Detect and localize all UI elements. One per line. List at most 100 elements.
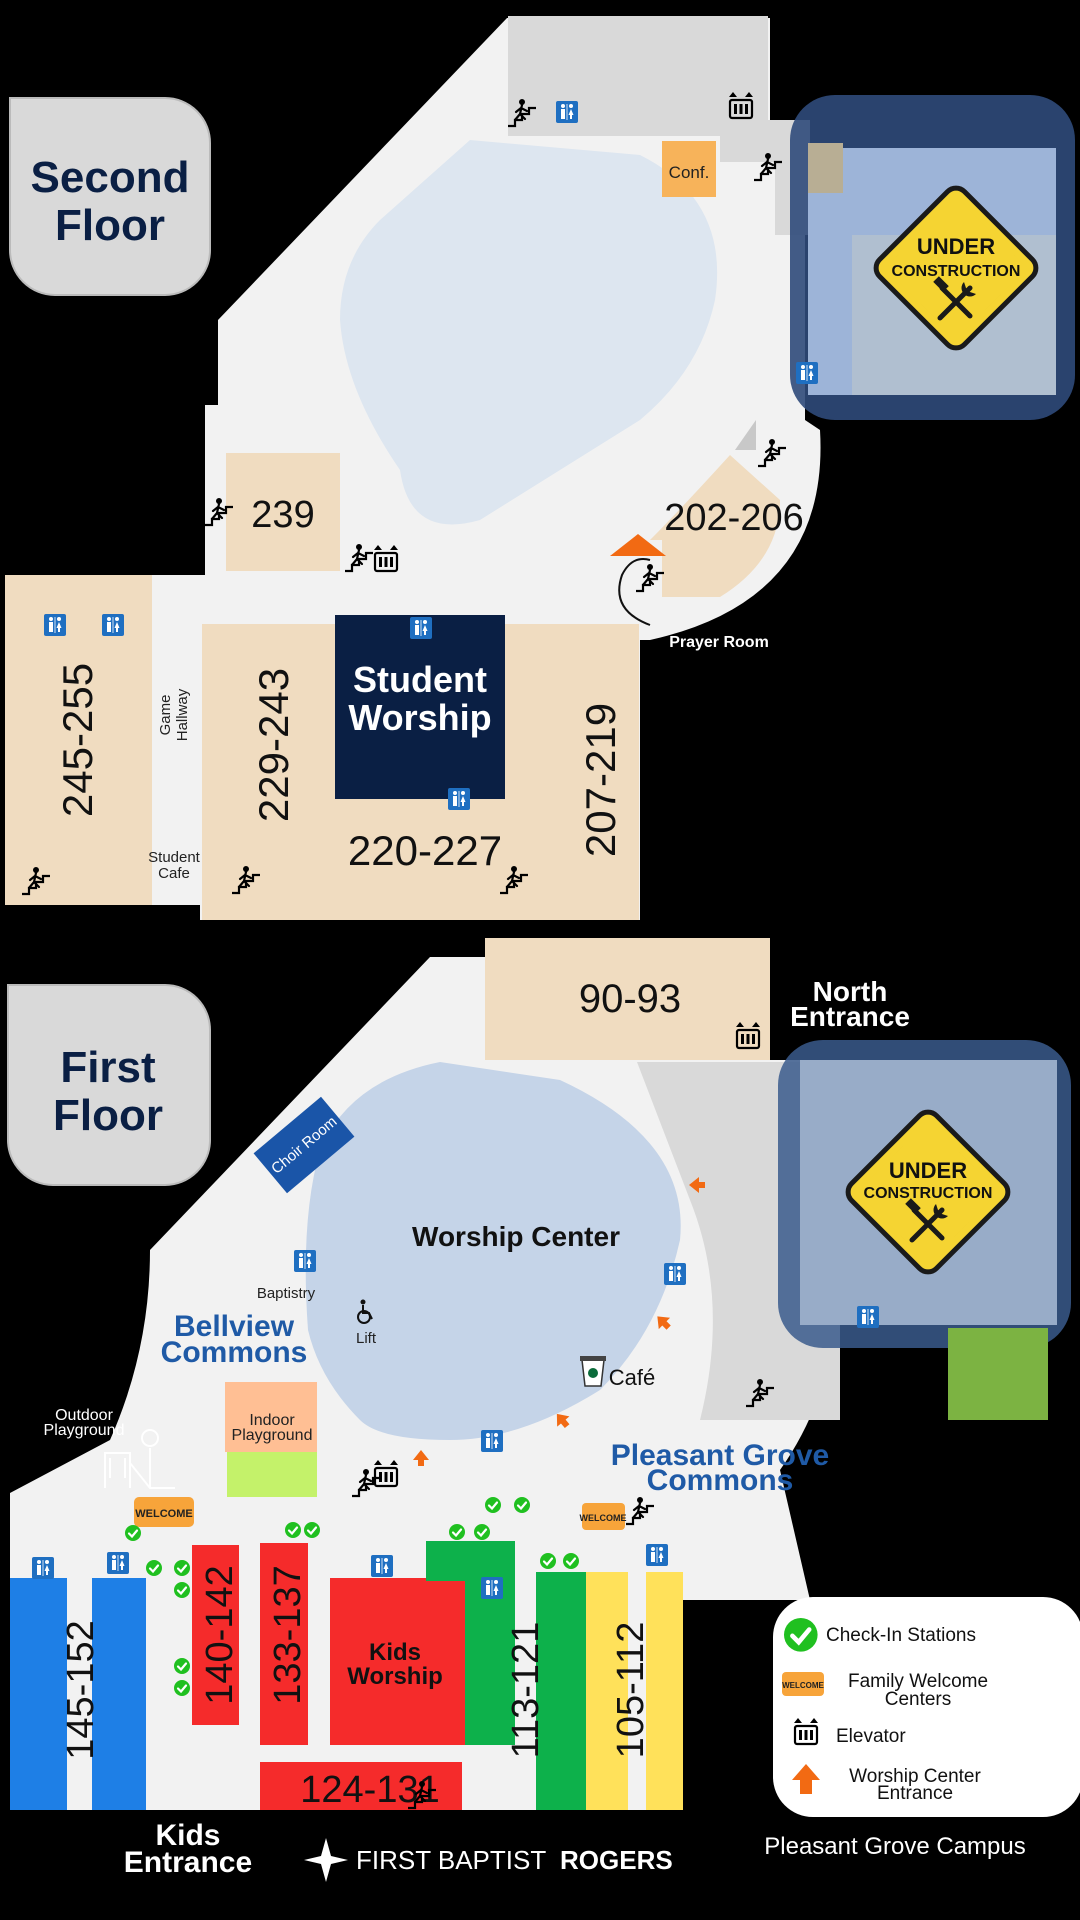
svg-text:Cafe: Cafe xyxy=(158,865,190,882)
svg-text:Indoor: Indoor xyxy=(249,1412,295,1429)
welcome-badge-icon xyxy=(782,1672,824,1696)
restroom-icon xyxy=(795,361,819,385)
svg-text:ROGERS: ROGERS xyxy=(560,1845,673,1875)
check-in-station xyxy=(123,1523,143,1543)
svg-text:Family Welcome: Family Welcome xyxy=(848,1671,988,1692)
svg-text:245-255: 245-255 xyxy=(54,663,101,817)
svg-text:Entrance: Entrance xyxy=(124,1846,252,1879)
room-113-121-b[interactable] xyxy=(536,1572,586,1810)
restroom-icon xyxy=(856,1305,880,1329)
svg-text:UNDER: UNDER xyxy=(917,234,995,259)
restroom-icon xyxy=(447,787,471,811)
svg-text:Floor: Floor xyxy=(55,201,165,250)
worship-center-upper-void xyxy=(340,140,718,525)
restroom-icon xyxy=(480,1429,504,1453)
check-icon xyxy=(784,1618,818,1652)
student-worship-room[interactable] xyxy=(335,615,505,799)
room-245-255[interactable] xyxy=(5,575,152,905)
room-113-121-a[interactable] xyxy=(465,1578,515,1745)
svg-text:CONSTRUCTION: CONSTRUCTION xyxy=(892,263,1021,280)
green-room xyxy=(948,1328,1048,1420)
wheelchair-icon xyxy=(357,1299,373,1324)
svg-text:202-206: 202-206 xyxy=(664,497,803,539)
north-upper-area xyxy=(508,16,768,136)
restroom-icon xyxy=(293,1249,317,1273)
svg-text:Second: Second xyxy=(31,153,190,202)
campus-name: Pleasant Grove Campus xyxy=(764,1833,1025,1860)
check-in-station xyxy=(172,1678,192,1698)
check-in-station xyxy=(172,1580,192,1600)
check-in-station xyxy=(172,1558,192,1578)
room-124-131[interactable] xyxy=(260,1762,462,1810)
room-145-152-b[interactable] xyxy=(92,1578,146,1810)
student-cafe-label: Student xyxy=(148,849,201,866)
room-220-227[interactable]: 220-227 xyxy=(348,827,502,874)
svg-text:Worship: Worship xyxy=(347,1663,443,1690)
svg-text:Kids: Kids xyxy=(369,1639,421,1666)
cafe-label: Café xyxy=(609,1365,655,1390)
check-in-station xyxy=(512,1495,532,1515)
svg-text:Entrance: Entrance xyxy=(877,1783,953,1804)
svg-text:Floor: Floor xyxy=(53,1091,163,1140)
svg-text:Playground: Playground xyxy=(44,1422,125,1439)
arrow-up-icon xyxy=(792,1764,820,1794)
legend: Check-In Stations WELCOME Family Welcome… xyxy=(773,1597,1080,1817)
restroom-icon xyxy=(480,1576,504,1600)
worship-center-label: Worship Center xyxy=(412,1221,620,1252)
svg-text:133-137: 133-137 xyxy=(267,1565,309,1704)
check-in-station xyxy=(283,1520,303,1540)
svg-text:UNDER: UNDER xyxy=(889,1158,967,1183)
check-in-station xyxy=(144,1558,164,1578)
check-in-station xyxy=(302,1520,322,1540)
kids-entrance-label: Kids xyxy=(155,1819,220,1852)
game-hallway-label: Game xyxy=(157,695,174,736)
restroom-icon xyxy=(31,1556,55,1580)
svg-text:First: First xyxy=(60,1043,156,1092)
worship-entrance-arrow xyxy=(610,534,666,556)
svg-text:Check-In Stations: Check-In Stations xyxy=(826,1625,976,1646)
svg-text:140-142: 140-142 xyxy=(199,1565,241,1704)
restroom-icon xyxy=(663,1262,687,1286)
svg-text:239: 239 xyxy=(251,494,314,536)
restroom-icon xyxy=(555,100,579,124)
worship-center-floor[interactable] xyxy=(305,1062,681,1440)
check-in-station xyxy=(172,1656,192,1676)
room-202-206[interactable] xyxy=(650,455,780,597)
prayer-room-pointer xyxy=(618,558,651,626)
lift-label: Lift xyxy=(356,1330,377,1347)
svg-text:Worship: Worship xyxy=(348,697,491,738)
room-145-152-a[interactable] xyxy=(10,1578,67,1810)
north-entrance-label: North xyxy=(813,976,888,1007)
restroom-icon xyxy=(106,1551,130,1575)
indoor-playground[interactable] xyxy=(225,1382,317,1452)
svg-text:Playground: Playground xyxy=(232,1427,313,1444)
room-90-93[interactable] xyxy=(485,938,770,1060)
svg-text:124-131: 124-131 xyxy=(300,1769,439,1811)
second-floor-badge: Second Floor xyxy=(9,97,211,296)
conf-room[interactable] xyxy=(662,141,716,197)
baptistry-label: Baptistry xyxy=(257,1285,316,1302)
svg-text:Commons: Commons xyxy=(161,1336,308,1369)
restroom-icon xyxy=(43,613,67,637)
room-140-142[interactable] xyxy=(192,1545,239,1725)
room-239[interactable] xyxy=(226,453,340,571)
room-207-219[interactable]: 207-219 xyxy=(577,703,624,857)
room-229-243[interactable]: 229-243 xyxy=(250,668,297,822)
brand-name: FIRST BAPTIST xyxy=(356,1845,546,1875)
kids-worship-room[interactable] xyxy=(330,1578,465,1745)
svg-text:105-112: 105-112 xyxy=(610,1622,652,1759)
second-floor: Conf. UNDER CONSTRUCTION 239 202-206 Pra… xyxy=(5,16,1075,920)
room-105-112-a[interactable] xyxy=(586,1572,628,1810)
church-logo: FIRST BAPTIST ROGERS xyxy=(304,1838,673,1882)
welcome-center-commons[interactable] xyxy=(582,1503,625,1530)
room-105-112-b[interactable] xyxy=(646,1572,683,1810)
conf-room-label: Conf. xyxy=(669,163,710,182)
check-in-station xyxy=(538,1551,558,1571)
choir-room[interactable] xyxy=(253,1096,355,1194)
check-in-station xyxy=(483,1495,503,1515)
restroom-icon xyxy=(101,613,125,637)
room-133-137[interactable] xyxy=(260,1543,308,1745)
welcome-center-kids[interactable] xyxy=(134,1497,194,1527)
svg-text:Student: Student xyxy=(353,659,487,700)
